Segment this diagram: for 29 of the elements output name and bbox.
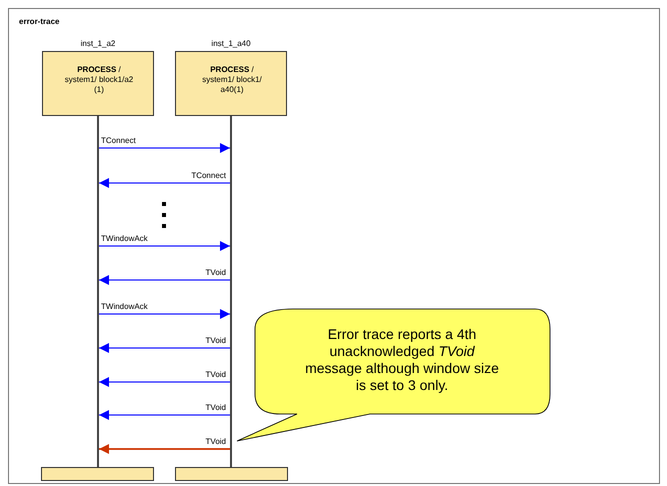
edge-label: TVoid bbox=[206, 268, 226, 277]
message-arrow bbox=[98, 309, 230, 319]
end-bar bbox=[41, 467, 154, 481]
diagram-frame bbox=[8, 8, 660, 484]
edge-label: TVoid bbox=[206, 370, 226, 379]
message-arrow bbox=[98, 178, 230, 188]
lifeline bbox=[230, 116, 232, 467]
edge-label: TWindowAck bbox=[101, 234, 148, 243]
message-arrow bbox=[98, 143, 230, 153]
message-arrow bbox=[99, 444, 230, 454]
process-name: PROCESS / system1/ block1/ a40(1) bbox=[201, 65, 263, 95]
process-name: PROCESS / system1/ block1/a2 (1) bbox=[64, 65, 134, 95]
edge-label: TVoid bbox=[206, 403, 226, 412]
message-arrow bbox=[98, 377, 230, 387]
message-arrow bbox=[98, 275, 230, 285]
message-arrow bbox=[98, 343, 230, 353]
lifeline bbox=[97, 116, 99, 467]
edge-label: TConnect bbox=[101, 136, 136, 145]
edge-label: TVoid bbox=[206, 437, 226, 446]
end-bar bbox=[175, 467, 288, 481]
edge-label: TVoid bbox=[206, 336, 226, 345]
message-arrow bbox=[98, 241, 230, 251]
edge-label: TConnect bbox=[191, 171, 226, 180]
callout-text: Error trace reports a 4th unacknowledged TVoid message although window size is set to 3 only. bbox=[304, 326, 500, 394]
message-arrow bbox=[98, 410, 230, 420]
instance-name: inst_1_a2 bbox=[80, 39, 116, 48]
edge-label: TWindowAck bbox=[101, 302, 148, 311]
instance-name: inst_1_a40 bbox=[210, 39, 252, 48]
frame-title: error-trace bbox=[19, 17, 60, 26]
